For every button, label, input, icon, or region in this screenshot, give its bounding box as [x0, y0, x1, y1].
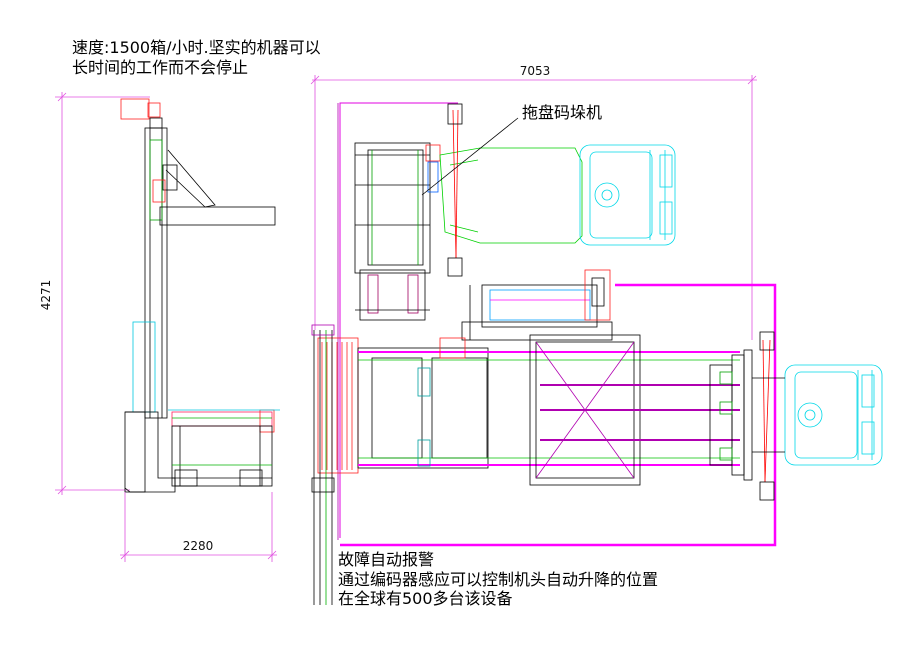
- height-dimension-label: 4271: [39, 280, 53, 311]
- side-width-dimension: [120, 492, 277, 562]
- forklift-green: [439, 147, 583, 244]
- mast: [144, 127, 168, 419]
- base: [124, 411, 176, 493]
- sensor-top-1: [447, 103, 463, 125]
- callout-leader: [421, 117, 519, 196]
- overall-dimension: [310, 75, 757, 340]
- arm: [159, 206, 276, 226]
- laser-beams: [452, 109, 771, 483]
- height-dimension: [55, 92, 150, 495]
- speed-note-line-2: 长时间的工作而不会停止: [72, 58, 249, 77]
- overall-width-label: 7053: [520, 64, 551, 78]
- side-conveyor: [171, 411, 273, 427]
- magenta-boundary: [339, 102, 458, 538]
- sensor-right-2: [759, 481, 775, 501]
- pallet-station: [529, 334, 753, 486]
- feature-note-3: 在全球有500多台该设备: [338, 589, 513, 608]
- palletizer-head: [354, 142, 441, 321]
- infeed-conveyor: [461, 269, 613, 341]
- speed-note: 速度:1500箱/小时.坚实的机器可以 长时间的工作而不会停止: [72, 38, 321, 78]
- sensor-top-2: [447, 257, 463, 277]
- speed-note-line-1: 速度:1500箱/小时.坚实的机器可以: [72, 38, 321, 57]
- main-conveyor: [317, 337, 740, 474]
- feature-note-1: 故障自动报警: [338, 550, 435, 569]
- side-view: 4271: [39, 92, 280, 562]
- forklift-cyan-right: [752, 364, 883, 466]
- plan-view: [311, 102, 883, 605]
- left-rails: [311, 324, 335, 605]
- forklift-cyan-top: [579, 144, 676, 246]
- sensor-right-1: [759, 331, 775, 351]
- feature-note-2: 通过编码器感应可以控制机头自动升降的位置: [338, 569, 659, 589]
- side-width-label: 2280: [183, 539, 214, 553]
- top-motor: [120, 98, 150, 120]
- palletizer-callout-label: 拖盘码垛机: [522, 103, 603, 122]
- feature-notes: 故障自动报警 通过编码器感应可以控制机头自动升降的位置 在全球有500多台该设备: [338, 550, 658, 609]
